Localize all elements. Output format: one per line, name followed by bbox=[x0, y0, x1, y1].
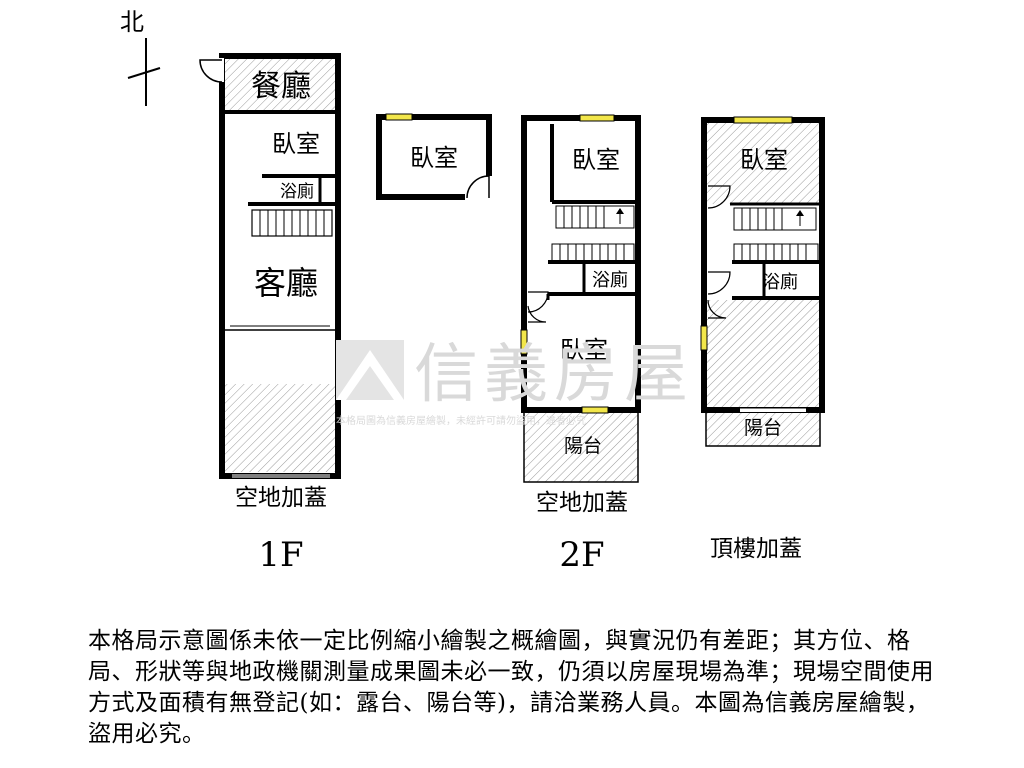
north-label: 北 bbox=[120, 8, 144, 36]
room-label-bathroom: 浴廁 bbox=[762, 271, 798, 293]
watermark-notice: 本格局圖為信義房屋繪製，未經許可請勿盜用，違者必究 bbox=[336, 414, 586, 427]
room-label-balcony: 陽台 bbox=[744, 417, 782, 439]
floor-plan-diagram: 北 餐廳 臥室 浴廁 客廳 空地加蓋 bbox=[120, 8, 825, 575]
north-arrow-icon: 北 bbox=[120, 8, 161, 106]
room-label-bedroom-bottom: 臥室 bbox=[560, 336, 608, 364]
disclaimer-text: 本格局示意圖係未依一定比例縮小繪製之概繪圖，與實況仍有差距；其方位、格局、形狀等… bbox=[88, 628, 934, 747]
floor-1f: 餐廳 臥室 浴廁 客廳 空地加蓋 1F bbox=[199, 53, 341, 575]
brand-logo-icon bbox=[336, 340, 404, 400]
room-label-bedroom: 臥室 bbox=[740, 146, 788, 174]
annex-label-1f: 空地加蓋 bbox=[235, 485, 327, 511]
floor-title-2f: 2F bbox=[559, 535, 604, 575]
room-label-balcony: 陽台 bbox=[564, 435, 602, 457]
floor-rooftop: 臥室 浴廁 陽台 頂樓加蓋 bbox=[700, 116, 825, 562]
detached-bedroom: 臥室 bbox=[376, 113, 493, 200]
room-label-living: 客廳 bbox=[254, 264, 318, 302]
room-label-bedroom: 臥室 bbox=[272, 130, 320, 158]
watermark: 信義房屋 本格局圖為信義房屋繪製，未經許可請勿盜用，違者必究 bbox=[336, 338, 694, 427]
room-label-bathroom: 浴廁 bbox=[280, 181, 314, 202]
floor-title-1f: 1F bbox=[258, 535, 303, 575]
annex-label-2f: 空地加蓋 bbox=[536, 490, 628, 516]
watermark-brand: 信義房屋 bbox=[414, 338, 694, 412]
room-label-bathroom: 浴廁 bbox=[592, 269, 628, 291]
room-label-dining: 餐廳 bbox=[251, 69, 311, 104]
floor-title-rooftop: 頂樓加蓋 bbox=[710, 536, 802, 562]
room-label-bedroom-top: 臥室 bbox=[572, 146, 620, 174]
floor-2f: 臥室 浴廁 臥室 陽台 空地加蓋 2F bbox=[520, 114, 641, 575]
room-label-detached-bedroom: 臥室 bbox=[410, 144, 458, 172]
